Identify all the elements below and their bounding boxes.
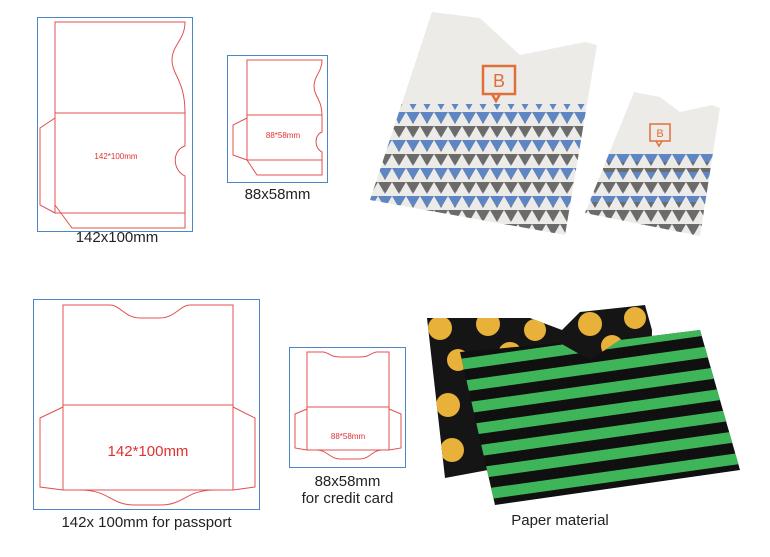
svg-text:B: B [493, 71, 505, 91]
dimension-label-small-top: 88*58mm [266, 131, 301, 140]
caption-paper-material: Paper material [511, 512, 609, 529]
svg-text:142*100mm: 142*100mm [94, 152, 137, 161]
speech-bubble-logo-icon: B [481, 64, 517, 104]
speech-bubble-logo-small-icon: B [649, 123, 671, 148]
die-cut-frame-large-top [37, 17, 193, 232]
caption-small-bottom-line2: for credit card [301, 490, 394, 507]
caption-small-top: 88x58mm [244, 186, 311, 203]
caption-large-top: 142x100mm [75, 229, 159, 246]
svg-text:B: B [656, 128, 663, 140]
dimension-label-large-bottom: 142*100mm [108, 443, 189, 460]
die-cut-frame-large-bottom [33, 299, 260, 510]
die-cut-frame-small-bottom [289, 347, 406, 468]
caption-small-bottom-line1: 88x58mm [314, 473, 381, 490]
svg-text:88*58mm: 88*58mm [331, 432, 366, 441]
die-cut-frame-small-top [227, 55, 328, 183]
caption-large-bottom: 142x 100mm for passport [61, 514, 232, 531]
dimension-label-small-bottom: 88*58mm [331, 432, 366, 441]
svg-text:88*58mm: 88*58mm [266, 131, 301, 140]
svg-text:142*100mm: 142*100mm [108, 443, 189, 460]
dimension-label-large-top: 142*100mm [94, 152, 137, 161]
